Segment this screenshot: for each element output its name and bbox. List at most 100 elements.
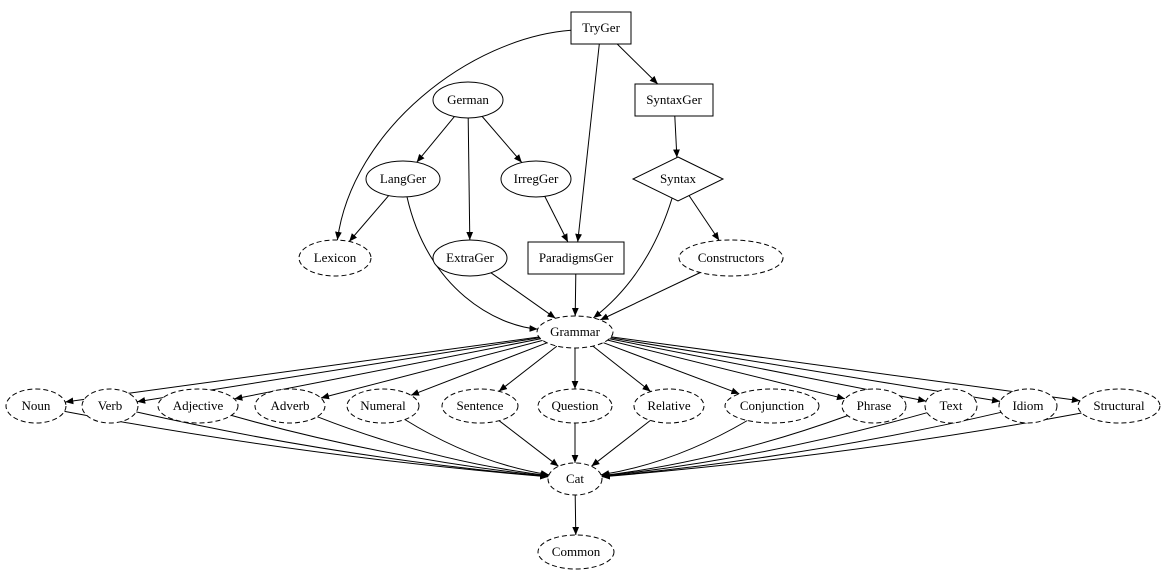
node-label: Conjunction [740, 398, 805, 413]
node-grammar: Grammar [536, 315, 614, 349]
node-relative: Relative [633, 388, 705, 424]
node-label: Sentence [457, 398, 504, 413]
node-langger-shape [365, 160, 441, 198]
node-sentence-shape [441, 388, 519, 424]
node-question-shape [537, 388, 613, 424]
edge-structural-cat [601, 412, 1082, 480]
node-paradigmsger: ParadigmsGer [527, 241, 625, 275]
node-label: Constructors [698, 250, 764, 265]
edge-tryger-syntaxger [616, 43, 659, 85]
edge-relative-cat [591, 420, 651, 467]
node-label: Adverb [271, 398, 310, 413]
node-text: Text [924, 388, 978, 424]
node-label: Adjective [173, 398, 224, 413]
edges-layer [64, 29, 1082, 536]
node-phrase: Phrase [841, 388, 907, 424]
edge-syntax-grammar [592, 197, 673, 319]
node-numeral: Numeral [346, 388, 420, 424]
edge-grammar-adverb [320, 339, 543, 400]
node-constructors: Constructors [678, 239, 784, 277]
node-grammar-shape [536, 315, 614, 349]
node-structural: Structural [1077, 388, 1161, 424]
edge-paradigmsger-grammar [571, 273, 579, 317]
edge-tryger-lexicon [335, 29, 572, 241]
node-noun: Noun [5, 388, 67, 424]
node-verb-shape [81, 388, 139, 424]
node-label: IrregGer [514, 171, 559, 186]
node-label: Idiom [1012, 398, 1043, 413]
edge-german-irregger [481, 116, 523, 163]
edge-syntax-constructors [688, 195, 720, 241]
edge-cat-common [572, 494, 580, 536]
node-irregger: IrregGer [500, 160, 572, 198]
node-label: Cat [566, 471, 584, 486]
edge-extrager-grammar [490, 272, 556, 319]
node-syntaxger-shape [634, 83, 714, 117]
node-cat: Cat [547, 462, 603, 496]
node-label: Verb [98, 398, 123, 413]
node-cat-shape [547, 462, 603, 496]
node-syntaxger: SyntaxGer [634, 83, 714, 117]
node-label: Numeral [360, 398, 406, 413]
edge-syntaxger-syntax [673, 115, 680, 158]
edge-numeral-cat [404, 419, 549, 477]
edge-grammar-numeral [410, 342, 548, 396]
node-adverb-shape [254, 388, 326, 424]
edge-irregger-paradigmsger [544, 196, 569, 243]
node-numeral-shape [346, 388, 420, 424]
node-paradigmsger-shape [527, 241, 625, 275]
edge-phrase-cat [601, 415, 848, 479]
edge-verb-cat [136, 411, 549, 480]
edge-grammar-sentence [498, 345, 558, 392]
edge-grammar-relative [592, 345, 651, 392]
node-syntax: Syntax [631, 156, 725, 202]
edge-idiom-cat [601, 411, 1002, 480]
node-label: SyntaxGer [646, 92, 702, 107]
node-lexicon-shape [298, 239, 372, 277]
node-label: Common [552, 544, 601, 559]
edge-german-extrager [466, 117, 474, 241]
edge-langger-grammar [406, 196, 538, 332]
edge-grammar-noun [65, 336, 539, 405]
node-langger: LangGer [365, 160, 441, 198]
node-adverb: Adverb [254, 388, 326, 424]
edge-conjunction-cat [601, 420, 748, 477]
edge-noun-cat [64, 410, 549, 480]
node-conjunction: Conjunction [724, 388, 820, 424]
node-label: Structural [1093, 398, 1145, 413]
edge-grammar-conjunction [603, 342, 740, 395]
node-relative-shape [633, 388, 705, 424]
node-label: TryGer [582, 20, 620, 35]
node-label: Noun [22, 398, 51, 413]
node-lexicon: Lexicon [298, 239, 372, 277]
node-sentence: Sentence [441, 388, 519, 424]
node-conjunction-shape [724, 388, 820, 424]
edge-text-cat [601, 412, 928, 479]
edge-tryger-paradigmsger [575, 43, 600, 243]
edge-adverb-cat [317, 416, 549, 479]
node-irregger-shape [500, 160, 572, 198]
node-extrager-shape [432, 239, 508, 277]
node-german: German [432, 81, 504, 119]
node-extrager: ExtraGer [432, 239, 508, 277]
node-german-shape [432, 81, 504, 119]
node-label: Text [940, 398, 963, 413]
edge-grammar-idiom [610, 337, 1001, 404]
node-label: Phrase [857, 398, 892, 413]
node-idiom-shape [998, 388, 1058, 424]
node-idiom: Idiom [998, 388, 1058, 424]
node-common: Common [537, 534, 615, 570]
edge-constructors-grammar [599, 272, 701, 321]
node-label: Grammar [550, 324, 600, 339]
node-verb: Verb [81, 388, 139, 424]
node-phrase-shape [841, 388, 907, 424]
edge-sentence-cat [498, 420, 559, 467]
node-label: ExtraGer [446, 250, 494, 265]
edge-german-langger [416, 116, 455, 163]
node-adjective-shape [157, 388, 239, 424]
edge-adjective-cat [231, 414, 549, 479]
node-label: German [447, 92, 489, 107]
edge-grammar-structural [611, 336, 1081, 403]
